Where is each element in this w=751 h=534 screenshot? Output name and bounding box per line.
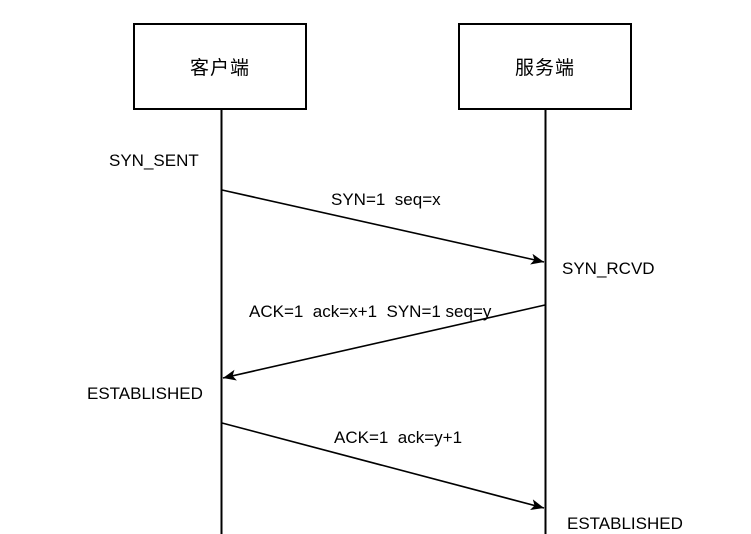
actor-box-client: 客户端 (133, 23, 307, 110)
message-arrow-ack (221, 422, 545, 510)
state-label-established-server: ESTABLISHED (567, 514, 683, 533)
message-label-syn: SYN=1 seq=x (331, 190, 441, 209)
message-arrow-syn (221, 189, 545, 265)
message-label-ack: ACK=1 ack=y+1 (334, 428, 463, 447)
actor-box-server: 服务端 (458, 23, 632, 110)
message-label-synack: ACK=1 ack=x+1 SYN=1 seq=y (249, 302, 492, 321)
message-arrow-synack (222, 304, 546, 381)
state-label-established-client: ESTABLISHED (87, 384, 203, 403)
actor-label-client: 客户端 (189, 58, 250, 79)
state-label-syn-rcvd: SYN_RCVD (562, 259, 655, 278)
actor-label-server: 服务端 (514, 58, 575, 79)
state-label-syn-sent: SYN_SENT (109, 151, 199, 170)
